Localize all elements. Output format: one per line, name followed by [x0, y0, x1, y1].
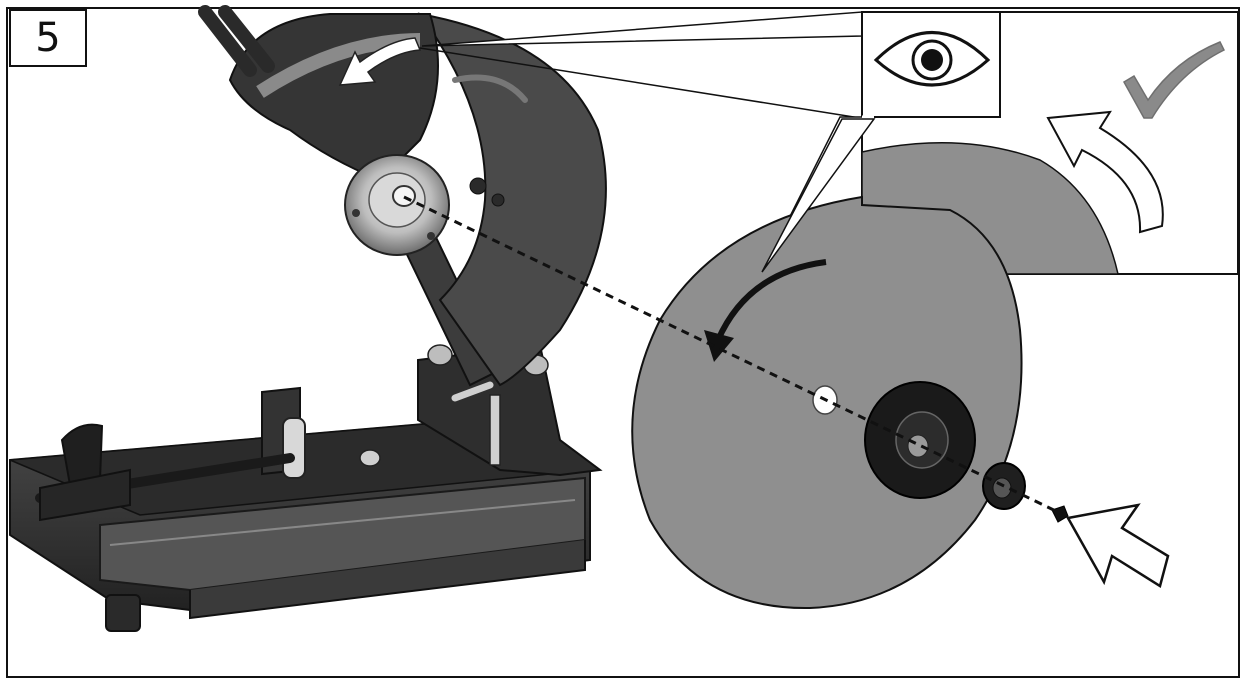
- assembly-axis: [403, 195, 1063, 516]
- disc-rotation-arrow-icon: [715, 259, 827, 342]
- abrasive-cutting-wheel: [631, 118, 1023, 610]
- insert-arrow-icon: [1066, 503, 1170, 588]
- step-number-label: 5: [9, 9, 87, 67]
- guard-direction-arrow-icon: [338, 37, 422, 86]
- vise-spindle-post: [282, 417, 306, 479]
- eye-icon: [873, 31, 991, 87]
- rotation-direction-arrow-icon: [1046, 110, 1164, 234]
- blade-guard: [417, 12, 607, 387]
- saw-foot: [105, 594, 141, 632]
- saw-handle: [198, 5, 275, 77]
- check-mark-icon: [1122, 41, 1226, 119]
- cut-off-saw: [9, 5, 607, 632]
- vise-handle: [60, 423, 104, 487]
